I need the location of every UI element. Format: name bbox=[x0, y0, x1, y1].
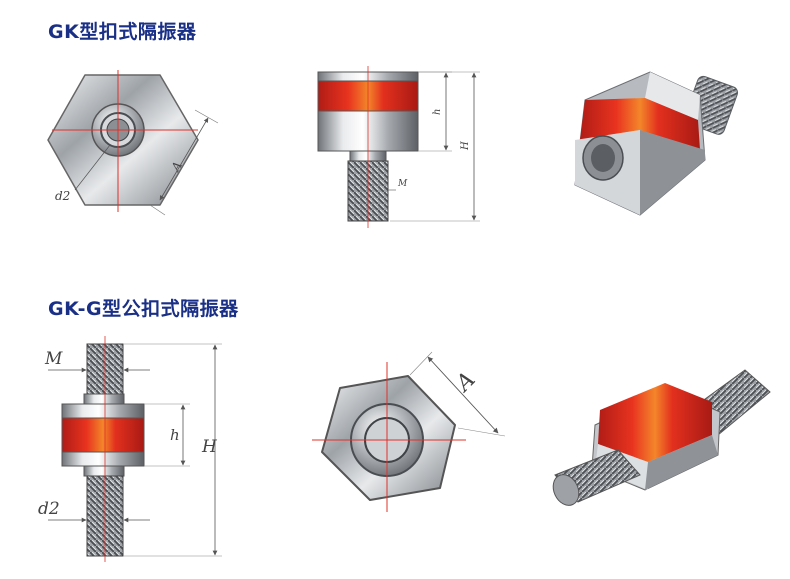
dim-label-d2: d2 bbox=[55, 189, 70, 203]
dim-label-m-2: M bbox=[44, 349, 63, 369]
gk-side-view bbox=[317, 66, 480, 228]
gk-3d-render bbox=[574, 71, 739, 216]
section-title-gk-g: GK-G型公扣式隔振器 bbox=[48, 298, 239, 320]
gk-g-3d-render bbox=[552, 369, 771, 506]
dim-label-d2-2: d2 bbox=[38, 499, 60, 519]
gk-g-side-view bbox=[48, 336, 222, 562]
dim-label-a-2: A bbox=[450, 367, 480, 397]
gk-g-top-view bbox=[312, 351, 506, 512]
dim-label-h-2: h bbox=[170, 426, 180, 444]
dim-label-hh-2: H bbox=[201, 437, 218, 457]
dim-label-h: h bbox=[432, 109, 443, 115]
gk-top-view bbox=[47, 70, 219, 216]
dim-label-hh: H bbox=[460, 141, 471, 151]
dim-label-m: M bbox=[397, 179, 408, 189]
section-title-gk: GK型扣式隔振器 bbox=[48, 21, 197, 43]
